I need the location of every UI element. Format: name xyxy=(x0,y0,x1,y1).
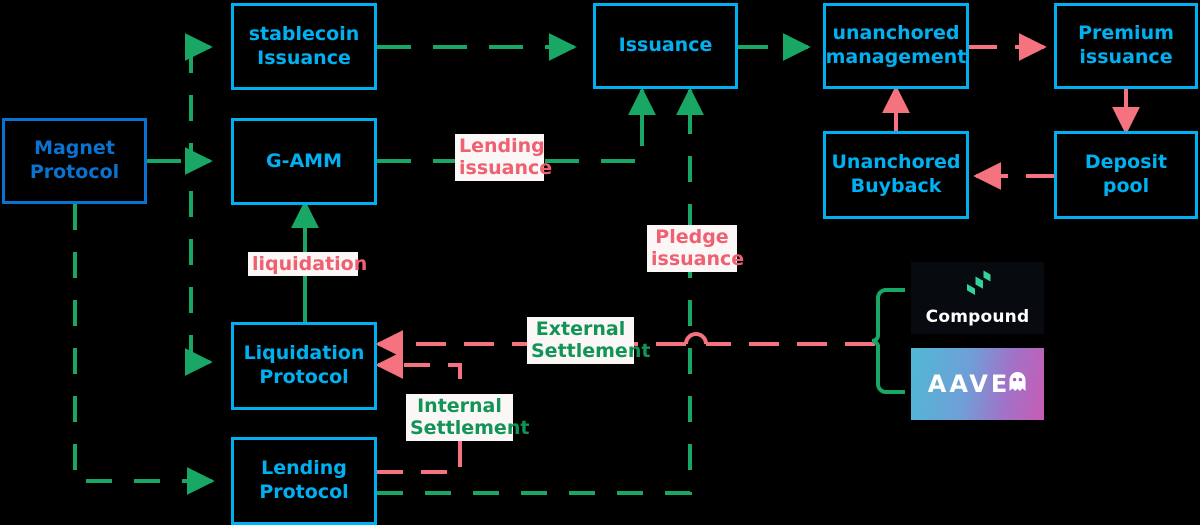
node-label: G-AMM xyxy=(266,149,342,172)
node-label: Unanchored Buyback xyxy=(831,151,961,197)
edge-label-internal-settlement: Internal Settlement xyxy=(406,394,529,441)
edge-label-external-settlement: External Settlement xyxy=(527,317,650,364)
node-lending-protocol[interactable]: Lending Protocol xyxy=(231,437,377,525)
node-label: Deposit pool xyxy=(1084,151,1168,197)
logo-compound[interactable]: Compound xyxy=(911,262,1044,334)
node-premium-issuance[interactable]: Premium issuance xyxy=(1054,3,1198,89)
wire-external-hop xyxy=(684,332,708,345)
node-magnet-protocol[interactable]: Magnet Protocol xyxy=(2,118,147,204)
node-label: Lending Protocol xyxy=(259,457,349,503)
node-unanchored-management[interactable]: unanchored management xyxy=(823,3,969,89)
brace-external-protocols xyxy=(871,288,905,394)
aave-wordmark: AAVE xyxy=(927,370,1011,398)
edge-label-lending-issuance: Lending issuance xyxy=(455,134,552,181)
node-label: Liquidation Protocol xyxy=(243,342,365,388)
aave-wordmark-group: AAVE xyxy=(928,370,1028,398)
node-stablecoin-issuance[interactable]: stablecoin Issuance xyxy=(231,3,377,90)
node-label: unanchored management xyxy=(825,22,967,68)
node-label: Premium issuance xyxy=(1078,22,1174,68)
node-label: Magnet Protocol xyxy=(29,137,120,183)
node-deposit-pool[interactable]: Deposit pool xyxy=(1054,131,1198,219)
edge-label-pledge-issuance: Pledge issuance xyxy=(647,225,744,272)
node-unanchored-buyback[interactable]: Unanchored Buyback xyxy=(823,131,969,219)
wire-lending-to-issuance xyxy=(377,100,692,495)
node-label: Issuance xyxy=(618,34,713,57)
compound-mark-icon xyxy=(961,269,995,303)
node-issuance[interactable]: Issuance xyxy=(593,3,738,89)
node-g-amm[interactable]: G-AMM xyxy=(231,118,377,205)
node-label: stablecoin Issuance xyxy=(248,22,360,69)
compound-wordmark: Compound xyxy=(925,307,1030,327)
logo-aave[interactable]: AAVE xyxy=(911,348,1044,420)
edge-label-liquidation: liquidation xyxy=(248,252,367,277)
node-liquidation-protocol[interactable]: Liquidation Protocol xyxy=(231,322,377,410)
aave-ghost-icon xyxy=(1008,370,1027,398)
